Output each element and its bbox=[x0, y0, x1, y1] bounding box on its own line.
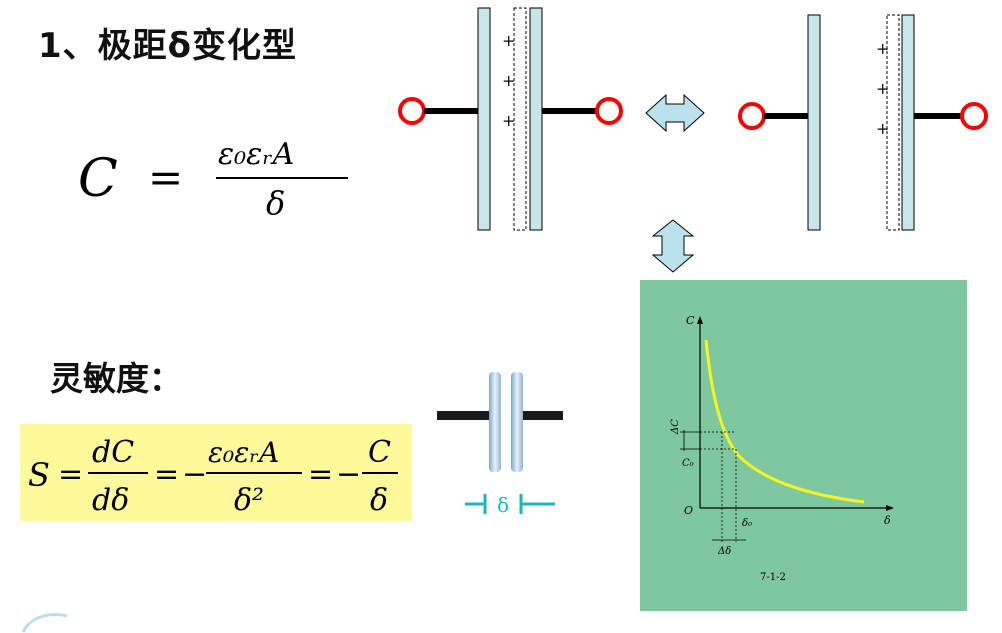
capacitance-formula: C = ε₀εᵣA δ bbox=[78, 137, 348, 222]
left-terminal-circle bbox=[738, 102, 766, 130]
figure-caption: 7-1-2 bbox=[760, 572, 786, 583]
graph-svg: C δ O ΔC C₀ δ₀ Δδ 7-1-2 bbox=[670, 314, 894, 583]
capacitor-plates-diagram: + + + + + + bbox=[398, 7, 988, 273]
right-plate bbox=[901, 14, 915, 231]
x-axis-label: δ bbox=[884, 514, 891, 527]
c0-label: C₀ bbox=[682, 458, 694, 469]
decorative-arc bbox=[21, 613, 68, 633]
formula-c-eq: = bbox=[148, 153, 183, 202]
sens-eq: = bbox=[154, 457, 179, 492]
y-axis-label: C bbox=[686, 314, 695, 327]
delta-c-label: ΔC bbox=[670, 419, 681, 435]
sens-frac1-num: dC bbox=[92, 435, 134, 470]
plus-sign: + bbox=[502, 31, 515, 50]
dashed-plate-position bbox=[513, 7, 527, 231]
sens-minus: − bbox=[182, 457, 207, 492]
right-plate bbox=[529, 7, 543, 231]
plus-sign: + bbox=[502, 111, 515, 130]
left-plate-photo bbox=[489, 372, 501, 472]
sens-frac2-num: ε₀εᵣA bbox=[208, 436, 279, 469]
capacitance-vs-gap-graph: C δ O ΔC C₀ δ₀ Δδ 7-1-2 bbox=[640, 280, 967, 611]
y-axis-arrow bbox=[697, 316, 703, 324]
formula-c-lhs: C bbox=[78, 149, 118, 209]
left-plate bbox=[807, 14, 821, 231]
slide-title: 1、极距δ变化型 bbox=[38, 26, 298, 66]
left-terminal-circle bbox=[398, 97, 426, 125]
sens-frac3-den: δ bbox=[370, 483, 388, 518]
vertical-double-arrow-icon bbox=[651, 219, 695, 273]
left-lead-bar bbox=[437, 411, 491, 420]
sens-minus: − bbox=[336, 457, 361, 492]
x-axis-arrow bbox=[886, 505, 894, 511]
horizontal-double-arrow-icon bbox=[645, 93, 705, 133]
delta-delta-label: Δδ bbox=[717, 546, 731, 557]
plus-sign: + bbox=[876, 39, 889, 58]
sens-frac1-den: dδ bbox=[92, 483, 129, 518]
gap-delta-label: δ bbox=[497, 493, 509, 517]
photo-background bbox=[425, 290, 585, 590]
origin-label: O bbox=[684, 504, 693, 517]
plus-sign: + bbox=[876, 79, 889, 98]
sensitivity-label: 灵敏度： bbox=[50, 359, 182, 398]
delta0-label: δ₀ bbox=[742, 518, 752, 529]
sens-frac3-num: C bbox=[368, 435, 391, 470]
right-terminal-circle bbox=[595, 97, 623, 125]
sens-eq: = bbox=[308, 457, 333, 492]
sens-s: S bbox=[28, 456, 50, 494]
dashed-plate-position bbox=[886, 14, 900, 231]
right-plate-photo bbox=[511, 372, 523, 472]
right-lead-bar bbox=[521, 411, 563, 420]
capacitor-illustration: δ bbox=[425, 290, 585, 590]
curve bbox=[704, 339, 865, 504]
plus-sign: + bbox=[876, 119, 889, 138]
right-terminal-circle bbox=[960, 102, 988, 130]
sens-frac2-den: δ² bbox=[234, 483, 264, 518]
plus-sign: + bbox=[502, 71, 515, 90]
sens-eq: = bbox=[58, 457, 83, 492]
formula-c-denominator: δ bbox=[266, 184, 285, 222]
left-plate bbox=[477, 7, 491, 231]
formula-c-numerator: ε₀εᵣA bbox=[218, 137, 294, 172]
sensitivity-formula: S = dC dδ = − ε₀εᵣA δ² = − C δ bbox=[20, 424, 412, 521]
